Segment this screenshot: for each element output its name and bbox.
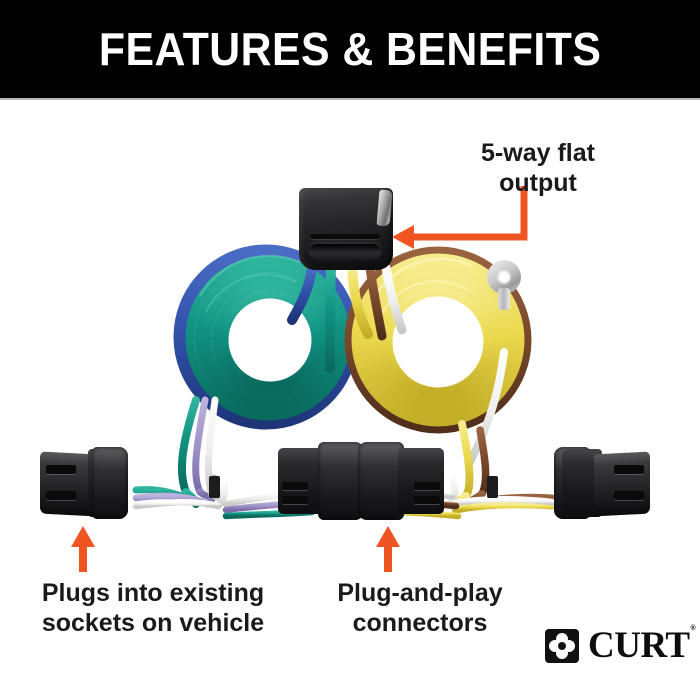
callout-five-way-output: 5-way flat output [481,139,595,197]
product-photo [0,100,700,660]
ground-ring-terminal [487,260,523,312]
five-way-pigtail-wires [287,263,407,373]
ground-wire [466,348,508,466]
arrow-five-way [392,186,528,249]
page-title: FEATURES & BENEFITS [98,23,602,75]
green-wire-coil [173,244,359,430]
harness-connector-right [352,442,444,520]
zip-tie-left [209,476,220,498]
arrow-plug-and-play [376,526,400,572]
five-way-flat-connector [299,188,393,270]
brand-name: CURT [588,624,690,666]
curt-logo: CURT ® [545,625,696,667]
vehicle-connector-left [40,447,140,519]
callout-plug-and-play: Plug-and-play connectors [337,579,503,637]
connector-shell [299,188,393,270]
harness-connector-left [278,442,370,520]
zip-tie-right [487,476,498,498]
ring-barrel [498,288,510,310]
vehicle-connector-right [550,447,650,519]
header-divider [0,98,700,100]
brand-trademark: ® [690,624,696,632]
header-bar: FEATURES & BENEFITS [0,0,700,98]
arrow-plugs-into-sockets [71,526,95,572]
yellow-wire-coil [344,246,532,434]
callout-plugs-into-sockets: Plugs into existing sockets on vehicle [41,579,265,637]
quatrefoil-logo-icon [545,629,579,663]
connector-slot [310,234,380,239]
